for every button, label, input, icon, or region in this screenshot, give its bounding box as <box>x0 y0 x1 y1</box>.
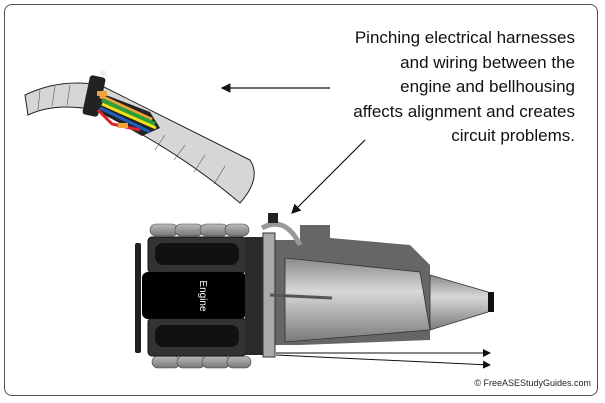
caption-line: engine and bellhousing <box>400 77 575 96</box>
engine-label: Engine <box>197 280 208 312</box>
caption-line: Pinching electrical harnesses <box>354 28 575 47</box>
caption-line: circuit problems. <box>451 126 575 145</box>
engine <box>135 223 265 369</box>
caption-line: and wiring between the <box>400 52 575 72</box>
caption: Pinching electrical harnesses and wiring… <box>315 26 575 149</box>
diagram-frame <box>4 4 598 396</box>
copyright: © FreeASEStudyGuides.com <box>474 378 591 388</box>
caption-line: affects alignment and creates <box>353 101 575 121</box>
wire-harness <box>24 70 255 204</box>
transmission <box>260 213 494 358</box>
pointer-arrow-engine <box>291 139 366 214</box>
alignment-arrow-offset <box>275 354 491 369</box>
